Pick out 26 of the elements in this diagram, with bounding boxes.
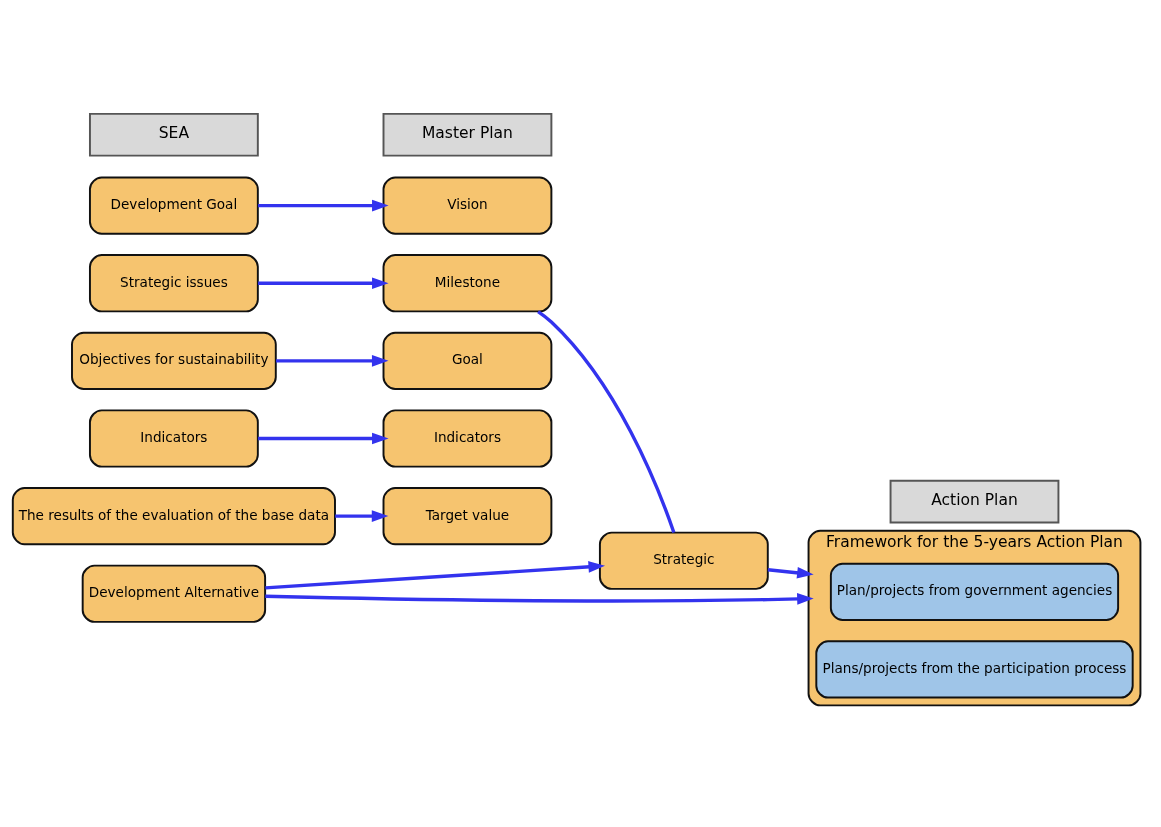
node-box: Milestone (382, 254, 553, 313)
node-box: Development Goal (89, 176, 259, 235)
node-box: Development Alternative (81, 564, 267, 623)
node-box: The results of the evaluation of the base data (11, 487, 336, 546)
node-box: Strategic (598, 531, 769, 590)
node-box: Master Plan (382, 112, 553, 157)
node-box: Goal (382, 331, 553, 390)
node-box: SEA (89, 112, 259, 157)
node-box: Objectives for sustainability (71, 331, 277, 390)
arrow (335, 510, 389, 522)
arrow (767, 567, 814, 579)
arrow (265, 561, 606, 590)
arrow (258, 277, 389, 289)
arrow (258, 199, 389, 212)
arrow (276, 355, 389, 367)
node-box: Indicators (382, 409, 553, 468)
arrow (258, 432, 389, 445)
connector (537, 310, 676, 533)
node-box: Plans/projects from the participation process (815, 640, 1134, 699)
arrow (265, 593, 814, 605)
node-box: Action Plan (889, 479, 1060, 524)
node-box: Plan/projects from government agencies (829, 562, 1120, 621)
node-box: Target value (382, 487, 553, 546)
node-box: Strategic issues (89, 254, 259, 313)
node-box: Vision (382, 176, 553, 235)
node-box: Indicators (89, 409, 259, 468)
